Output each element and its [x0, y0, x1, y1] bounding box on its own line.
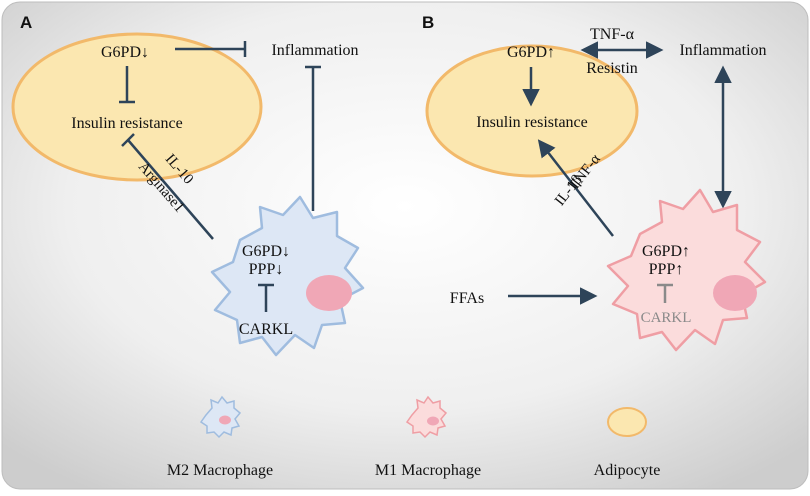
macrophage-a-g6pd: G6PD↓	[242, 243, 290, 260]
panel-b-label: B	[422, 13, 434, 32]
resistin-label-b: Resistin	[586, 60, 638, 77]
inhibit-g6pd-to-ir-a	[119, 66, 135, 104]
macrophage-a-ppp: PPP↓	[249, 261, 284, 278]
legend-adipocyte-icon	[607, 407, 647, 437]
inflammation-a: Inflammation	[271, 42, 358, 59]
m2-macrophage-a	[210, 195, 365, 357]
inhibit-carkl-to-ppp-b	[657, 283, 673, 303]
tnf-label-b: TNF-α	[590, 26, 635, 43]
legend-m2-nucleus	[219, 415, 231, 425]
adipocyte-a	[11, 32, 263, 182]
adipocyte-a-g6pd: G6PD↓	[101, 44, 149, 61]
panel-a-label: A	[20, 13, 32, 32]
m1-macrophage-b	[606, 188, 767, 352]
m1-nucleus-b	[713, 275, 757, 311]
inflammation-b: Inflammation	[679, 42, 766, 59]
inhibit-g6pd-to-inflammation-a	[175, 41, 247, 57]
ffas-label-b: FFAs	[450, 290, 484, 307]
legend-m1-icon	[405, 395, 448, 439]
adipocyte-b-g6pd: G6PD↑	[507, 44, 555, 61]
legend-m1-nucleus	[427, 416, 439, 426]
legend-m2-label: M2 Macrophage	[167, 462, 273, 479]
legend-m1-label: M1 Macrophage	[375, 462, 481, 479]
adipocyte-a-insulin-resistance: Insulin resistance	[71, 115, 183, 132]
inhibit-macrophage-to-inflammation-a	[305, 65, 321, 211]
legend-adipocyte-label: Adipocyte	[594, 462, 661, 479]
m2-nucleus-a	[306, 275, 352, 311]
carkl-a: CARKL	[239, 321, 293, 338]
legend: M2 Macrophage M1 Macrophage Adipocyte	[167, 395, 661, 479]
inhibit-macrophage-to-ir-a	[121, 133, 214, 240]
carkl-b: CARKL	[641, 310, 692, 326]
adipocyte-b	[425, 44, 639, 178]
arrow-macrophage-to-ir-b	[537, 139, 614, 237]
legend-m2-icon	[199, 395, 242, 439]
macrophage-b-ppp: PPP↑	[649, 261, 684, 278]
inhibit-carkl-to-ppp-a	[258, 283, 274, 312]
adipocyte-b-insulin-resistance: Insulin resistance	[476, 114, 588, 131]
macrophage-b-g6pd: G6PD↑	[642, 243, 690, 260]
